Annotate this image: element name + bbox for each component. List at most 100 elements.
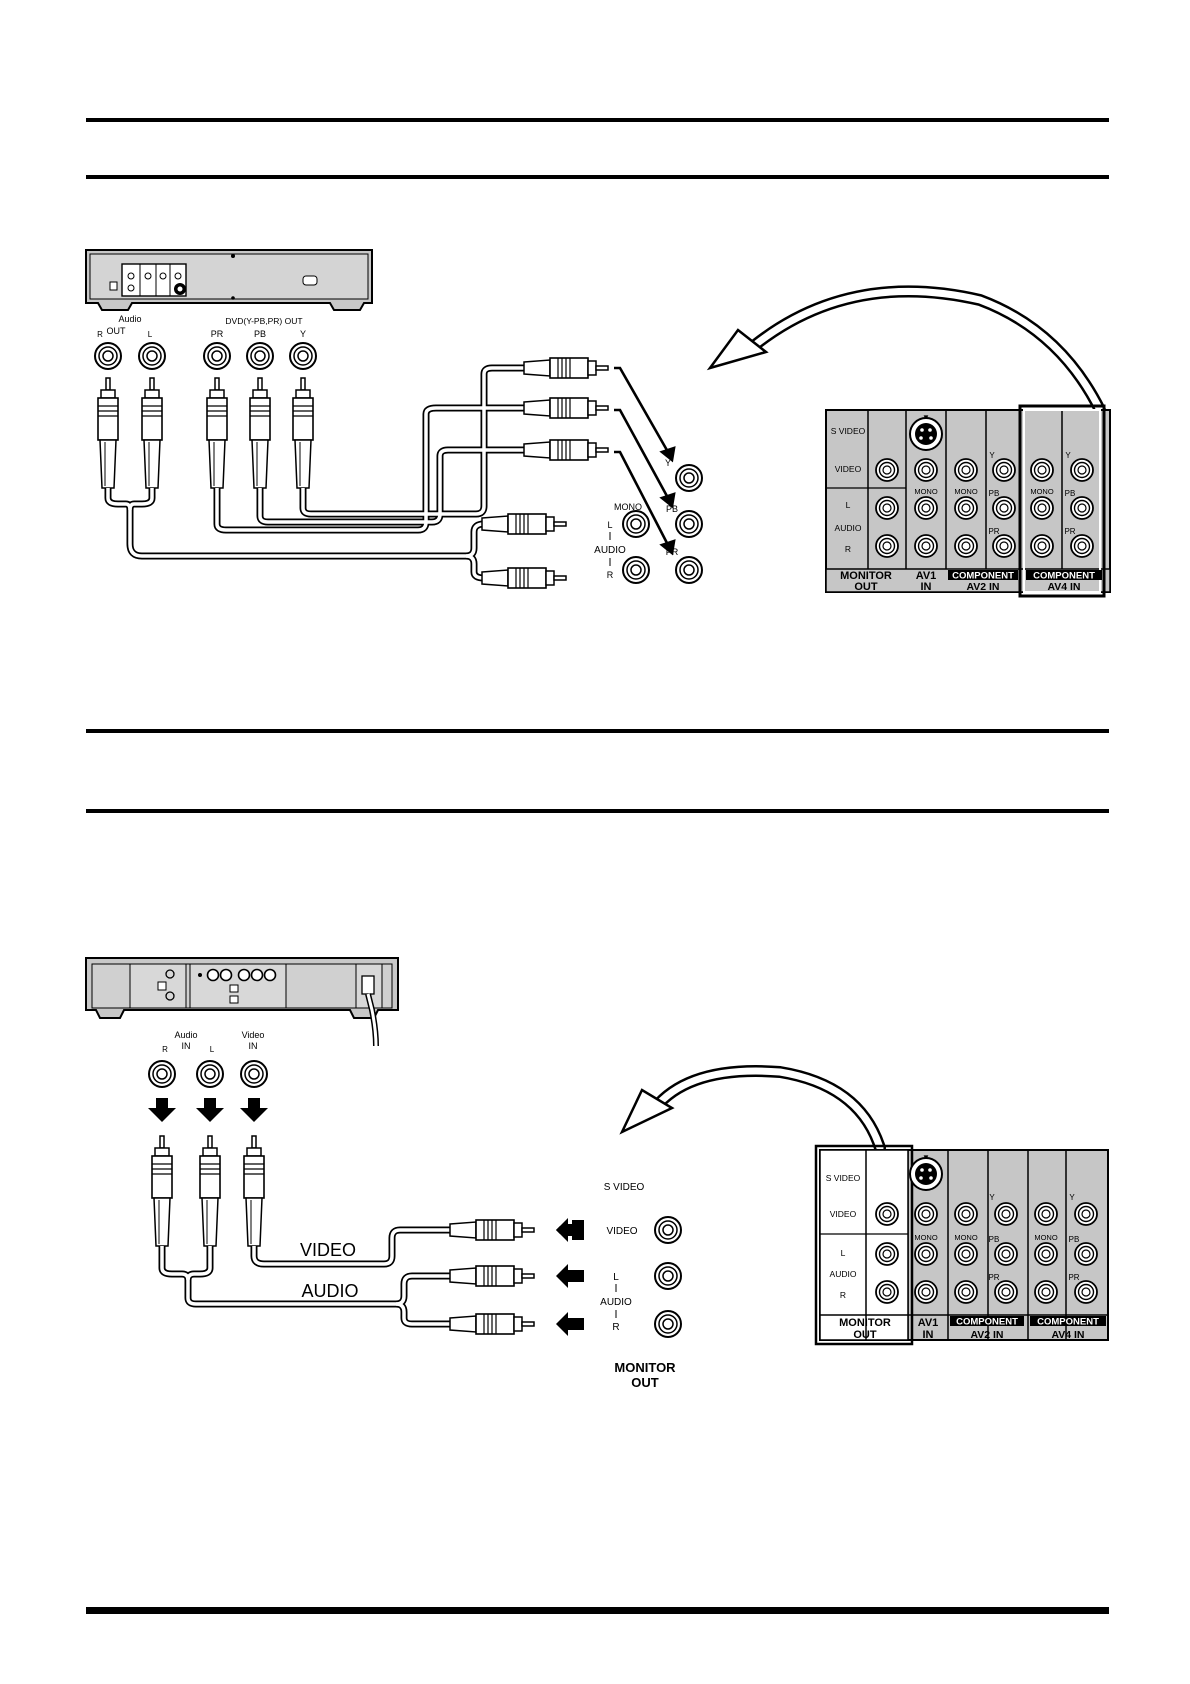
panel2-av2-pb-label: PB [989, 1235, 1000, 1244]
video-cable-label: VIDEO [300, 1240, 356, 1260]
panel2-av1-mono-label: MONO [914, 1233, 937, 1242]
panel1-av4-mono-label: MONO [1030, 487, 1053, 496]
pb-label: PB [254, 329, 266, 339]
panel2-av2-label: AV2 IN [970, 1329, 1003, 1341]
section2-top-rule [86, 729, 1109, 733]
inset-y-label: Y [665, 458, 671, 468]
inset-audio-l-jack [622, 510, 650, 538]
inset2-audio-l-jack [654, 1262, 682, 1290]
pr-jack [203, 342, 231, 370]
dvd-vertical-plugs [97, 377, 314, 489]
vcr-audio-l-jack [196, 1060, 224, 1088]
panel1-av2-label: AV2 IN [966, 581, 999, 593]
tv-rear-panel-2: S VIDEO VIDEO L AUDIO R ▼ MONO MONO Y PB… [814, 1144, 1109, 1346]
vcr-l-label: L [210, 1045, 215, 1054]
y-jack [289, 342, 317, 370]
dvd-horizontal-plugs [481, 357, 609, 589]
section1-bottom-rule [86, 175, 1109, 179]
panel1-monitor-out-label: MONITOR [840, 570, 892, 582]
y-label: Y [300, 329, 306, 339]
inset-audio-label: AUDIO [594, 545, 626, 556]
curved-arrow2-head [619, 1088, 675, 1135]
panel2-av4-mono-label: MONO [1034, 1233, 1057, 1242]
dvd-connection-arrows [614, 366, 676, 556]
panel2-av1-label-2: IN [923, 1329, 934, 1341]
vcr-audio-in-label: Audio [174, 1030, 197, 1040]
audio-out-label: Audio [118, 314, 141, 324]
panel1-audio-label: AUDIO [835, 523, 862, 533]
panel2-av4-pb-label: PB [1069, 1235, 1080, 1244]
pr-label: PR [211, 329, 224, 339]
tv-monitor-out-inset: S VIDEO VIDEO L AUDIO R MONITOR OUT [600, 1182, 682, 1390]
curved-arrow-head [706, 328, 769, 371]
panel1-av1-label-2: IN [921, 581, 932, 593]
curved-arrow-body [749, 285, 1106, 416]
inset2-l-label: L [613, 1272, 619, 1283]
panel2-av1-label: AV1 [918, 1317, 939, 1329]
inset-l-label: L [607, 520, 612, 530]
panel1-monitor-out-label-2: OUT [854, 581, 878, 593]
inset-y-jack [675, 464, 703, 492]
panel1-video-label: VIDEO [835, 464, 862, 474]
panel1-av4-pb-label: PB [1065, 489, 1076, 498]
panel1-av1-label: AV1 [916, 570, 937, 582]
inset2-monitor-out-label-2: OUT [631, 1375, 659, 1390]
inset2-audio-r-jack [654, 1310, 682, 1338]
panel1-av4-y-label: Y [1065, 451, 1071, 460]
panel2-monitor-out-label-2: OUT [853, 1329, 877, 1341]
inset2-svideo-label: S VIDEO [604, 1182, 645, 1193]
vcr-audio-in-label-2: IN [182, 1041, 191, 1051]
audio-cable-label: AUDIO [301, 1281, 358, 1301]
inset-pr-jack [675, 556, 703, 584]
panel2-av4-component-label: COMPONENT [1037, 1317, 1099, 1328]
panel2-av2-component-label: COMPONENT [956, 1317, 1018, 1328]
panel2-av2-mono-label: MONO [954, 1233, 977, 1242]
dvd-output-jacks [94, 342, 317, 370]
panel1-av2-mono-label: MONO [954, 487, 977, 496]
vcr-input-labels: Audio IN Video IN R L [162, 1030, 264, 1054]
vcr-vertical-plugs [151, 1135, 265, 1247]
vcr-video-in-label-2: IN [249, 1041, 258, 1051]
pb-jack [246, 342, 274, 370]
panel2-av4-y-label: Y [1069, 1193, 1075, 1202]
panel2-video-label: VIDEO [830, 1209, 857, 1219]
panel1-svideo-jack [909, 417, 943, 451]
panel1-l-label: L [846, 500, 851, 510]
vcr-horizontal-plugs [449, 1219, 535, 1335]
inset2-r-label: R [612, 1322, 619, 1333]
vcr-video-jack [240, 1060, 268, 1088]
panel1-av4-pr-label: PR [1064, 527, 1075, 536]
tv-rear-panel-1: S VIDEO VIDEO L AUDIO R ▼ MONO MONO Y PB… [825, 404, 1111, 598]
vcr-down-arrows [148, 1098, 268, 1122]
vcr-input-jacks [148, 1060, 268, 1088]
panel2-audio-label: AUDIO [830, 1269, 857, 1279]
inset-pb-label: PB [666, 504, 678, 514]
panel2-av4-label: AV4 IN [1051, 1329, 1084, 1341]
panel1-av4-label: AV4 IN [1047, 581, 1080, 593]
inset-r-label: R [607, 570, 614, 580]
vcr-video-in-label: Video [242, 1030, 265, 1040]
section1-top-rule [86, 118, 1109, 122]
panel1-av2-pr-label: PR [988, 527, 999, 536]
inset2-audio-label: AUDIO [600, 1297, 632, 1308]
panel1-av2-component-label: COMPONENT [952, 571, 1014, 582]
vcr-cables-inner [160, 1228, 454, 1326]
panel1-av4-component-label: COMPONENT [1033, 571, 1095, 582]
inset-pb-jack [675, 510, 703, 538]
panel2-av2-pr-label: PR [988, 1273, 999, 1282]
vcr [85, 957, 399, 1047]
dvd-out-label: DVD(Y-PB,PR) OUT [225, 316, 302, 326]
panel2-svideo-label: S VIDEO [826, 1173, 861, 1183]
audio-out-label-line2: OUT [107, 326, 127, 336]
inset-mono-label: MONO [614, 502, 642, 512]
monitor-out-arrows [556, 1218, 584, 1336]
audio-r-label: R [97, 330, 103, 339]
inset-pr-label: PR [666, 547, 679, 557]
dvd-cables-inner [106, 366, 540, 580]
dvd-player [85, 249, 373, 311]
inset-audio-r-jack [622, 556, 650, 584]
panel1-r-label: R [845, 544, 851, 554]
section2-bottom-rule [86, 809, 1109, 813]
